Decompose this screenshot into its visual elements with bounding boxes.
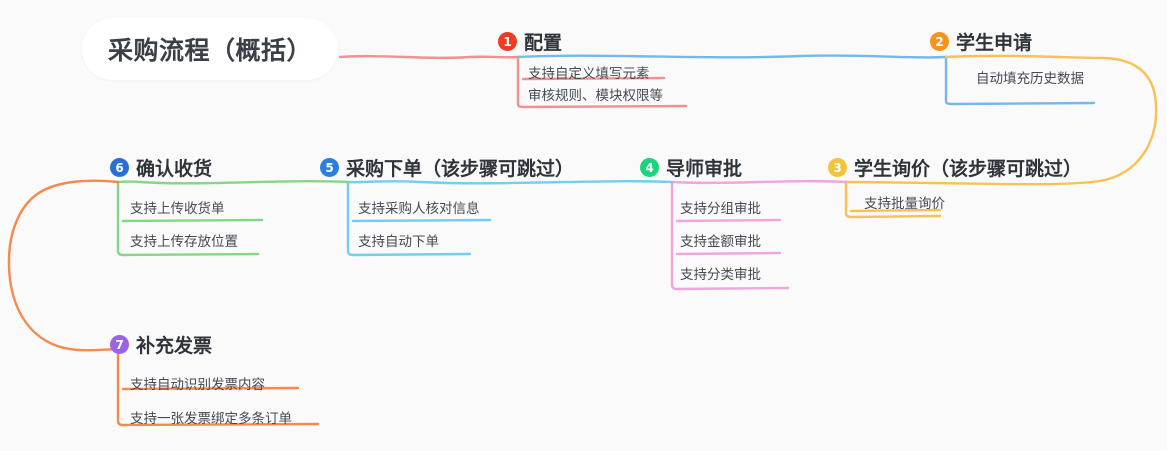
step-3-leaf-1: 支持批量询价 bbox=[864, 194, 945, 213]
step-6-title: 确认收货 bbox=[136, 159, 213, 180]
step-5-leaf-2-text: 支持自动下单 bbox=[358, 234, 439, 249]
step-3-leaf-1-text: 支持批量询价 bbox=[864, 196, 945, 211]
step-4-leaf-3: 支持分类审批 bbox=[680, 265, 761, 284]
step-2-header: 2 学生申请 bbox=[930, 28, 1032, 55]
step-1-leaf-2-text: 审核规则、模块权限等 bbox=[528, 88, 663, 103]
step-3-badge: 3 bbox=[828, 158, 847, 177]
step-7-leaf-1-text: 支持自动识别发票内容 bbox=[130, 377, 265, 392]
step-6-leaf-1-text: 支持上传收货单 bbox=[130, 201, 225, 216]
line-step4-to-step5 bbox=[346, 180, 674, 185]
step-4-leaf-1-text: 支持分组审批 bbox=[680, 201, 761, 216]
line-step6-leaf1-underline bbox=[121, 218, 264, 223]
step-4-badge: 4 bbox=[640, 158, 659, 177]
step-4-leaf-3-text: 支持分类审批 bbox=[680, 267, 761, 282]
line-step5-to-step6 bbox=[116, 180, 350, 185]
line-step5-leaf1-underline bbox=[351, 218, 492, 223]
step-7-leaf-2-text: 支持一张发票绑定多条订单 bbox=[130, 411, 292, 426]
page-title: 采购流程（概括） bbox=[107, 37, 312, 65]
step-4-header: 4 导师审批 bbox=[640, 154, 742, 181]
step-node-4[interactable]: 4 导师审批 bbox=[640, 154, 742, 181]
step-5-badge: 5 bbox=[320, 158, 339, 177]
step-2-badge: 2 bbox=[930, 32, 949, 51]
step-node-7[interactable]: 7 补充发票 bbox=[110, 331, 212, 358]
step-1-leaf-1-text: 支持自定义填写元素 bbox=[528, 66, 650, 81]
step-7-badge: 7 bbox=[110, 335, 129, 354]
step-5-header: 5 采购下单（该步骤可跳过） bbox=[320, 154, 574, 181]
step-3-header: 3 学生询价（该步骤可跳过） bbox=[828, 154, 1082, 181]
step-node-5[interactable]: 5 采购下单（该步骤可跳过） bbox=[320, 154, 574, 181]
step-node-6[interactable]: 6 确认收货 bbox=[110, 154, 212, 181]
line-step1-to-step2 bbox=[516, 54, 948, 59]
line-root-to-step1 bbox=[338, 54, 520, 60]
step-2-leaf-1: 自动填充历史数据 bbox=[976, 69, 1084, 88]
step-6-header: 6 确认收货 bbox=[110, 154, 212, 181]
step-node-3[interactable]: 3 学生询价（该步骤可跳过） bbox=[828, 154, 1082, 181]
line-step3-to-step4 bbox=[670, 179, 848, 185]
step-5-leaf-1: 支持采购人核对信息 bbox=[358, 199, 480, 218]
step-4-leaf-2-text: 支持金额审批 bbox=[680, 234, 761, 249]
step-7-header: 7 补充发票 bbox=[110, 331, 212, 358]
step-2-title: 学生申请 bbox=[956, 33, 1033, 54]
step-7-title: 补充发票 bbox=[136, 336, 213, 357]
step-4-leaf-1: 支持分组审批 bbox=[680, 199, 761, 218]
step-1-leaf-1: 支持自定义填写元素 审核规则、模块权限等 bbox=[528, 63, 663, 107]
line-step4-leaf2-underline bbox=[675, 251, 782, 256]
step-6-leaf-2-text: 支持上传存放位置 bbox=[130, 234, 238, 249]
step-5-leaf-2: 支持自动下单 bbox=[358, 232, 439, 251]
step-6-leaf-1: 支持上传收货单 bbox=[130, 199, 225, 218]
step-1-header: 1 配置 bbox=[498, 28, 562, 55]
line-step4-leaf1-underline bbox=[675, 218, 782, 223]
step-7-leaf-2: 支持一张发票绑定多条订单 bbox=[130, 409, 292, 428]
step-1-badge: 1 bbox=[498, 32, 517, 51]
step-node-1[interactable]: 1 配置 bbox=[498, 28, 562, 55]
step-1-title: 配置 bbox=[524, 33, 563, 54]
step-5-title: 采购下单（该步骤可跳过） bbox=[346, 159, 575, 180]
root-node[interactable]: 采购流程（概括） bbox=[82, 18, 338, 80]
line-step6-to-step7-loop bbox=[7, 179, 120, 352]
step-6-leaf-2: 支持上传存放位置 bbox=[130, 232, 238, 251]
step-3-title: 学生询价（该步骤可跳过） bbox=[854, 159, 1083, 180]
step-5-leaf-1-text: 支持采购人核对信息 bbox=[358, 201, 480, 216]
step-node-2[interactable]: 2 学生申请 bbox=[930, 28, 1032, 55]
step-6-badge: 6 bbox=[110, 158, 129, 177]
step-2-leaf-1-text: 自动填充历史数据 bbox=[976, 71, 1084, 86]
step-4-title: 导师审批 bbox=[666, 159, 743, 180]
step-4-leaf-2: 支持金额审批 bbox=[680, 232, 761, 251]
step-7-leaf-1: 支持自动识别发票内容 bbox=[130, 375, 265, 394]
